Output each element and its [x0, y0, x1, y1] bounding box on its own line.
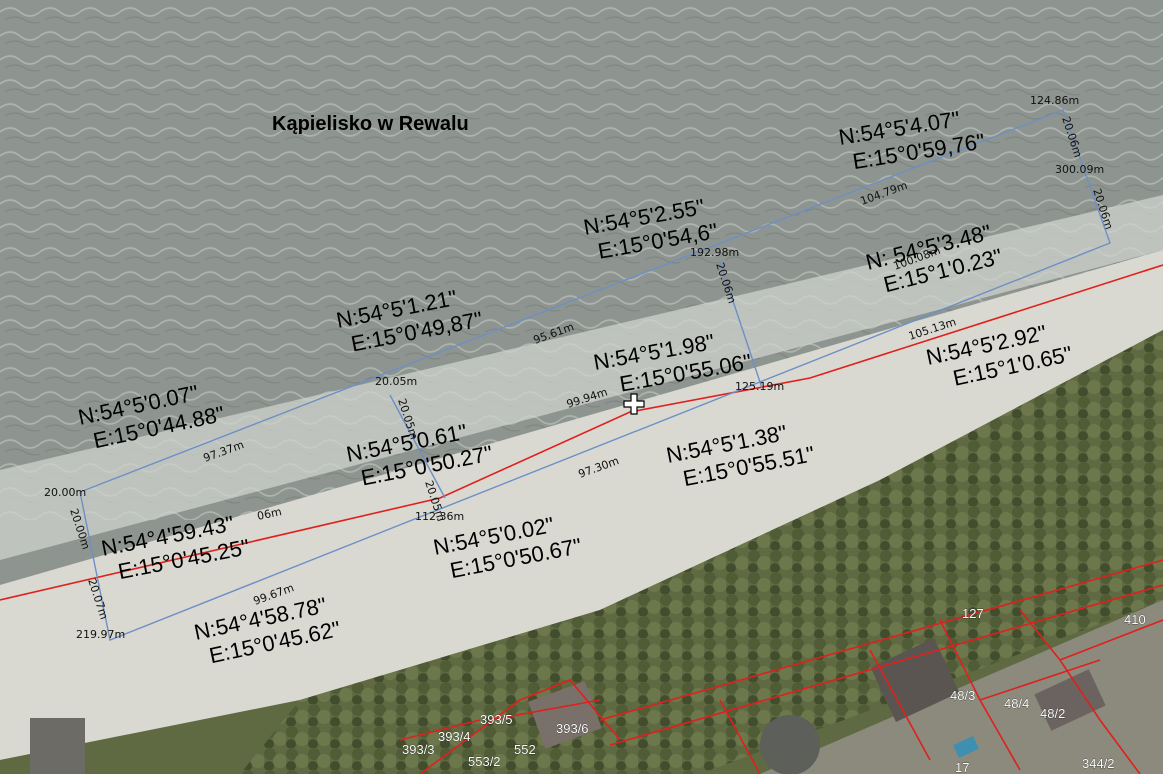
- building: [528, 681, 602, 749]
- measure-label: 20.05m: [375, 375, 417, 388]
- parcel-labels: 127 410 48/3 48/4 48/2 393/5 393/6 393/4…: [402, 606, 1146, 774]
- parcel-number: 553/2: [468, 754, 501, 769]
- built-up-area: [760, 600, 1163, 774]
- cadastral-boundaries: [0, 264, 1163, 774]
- water-tank: [760, 715, 820, 774]
- measure-label: 112.36m: [415, 510, 464, 523]
- parcel-number: 552: [514, 742, 536, 757]
- parcel-number: 393/5: [480, 712, 513, 727]
- parcel-number: 410: [1124, 612, 1146, 627]
- beach-area: [0, 250, 1163, 760]
- divider-2: [719, 261, 763, 389]
- outer-measure-rect: [79, 109, 1111, 641]
- building: [1034, 669, 1106, 731]
- pool: [953, 736, 979, 758]
- shoreline-boundary: [0, 264, 1163, 601]
- crosshair-plus-icon: [623, 393, 645, 415]
- parcel-number: 393/3: [402, 742, 435, 757]
- measure-label: 06m: [256, 505, 283, 523]
- parcel-number: 344/2: [1082, 756, 1115, 771]
- measure-label: 124.86m: [1030, 94, 1079, 107]
- measure-label: 125.19m: [735, 380, 784, 393]
- divider-1: [389, 394, 446, 499]
- measure-label: 192.98m: [690, 246, 739, 259]
- measure-label: 219.97m: [76, 628, 125, 641]
- road-boundary-north: [599, 559, 1163, 721]
- parcel-number: 393/6: [556, 721, 589, 736]
- measure-label: 20.00m: [44, 486, 86, 499]
- road-boundary-south: [609, 584, 1163, 746]
- parcel-number: 127: [962, 606, 984, 621]
- measure-label: 300.09m: [1055, 163, 1104, 176]
- parcel-number: 17: [955, 760, 969, 774]
- parcel-lines: [399, 609, 1163, 774]
- surf-zone: [0, 195, 1163, 560]
- map-title: Kąpielisko w Rewalu: [272, 113, 469, 135]
- parcel-number: 48/4: [1004, 696, 1029, 711]
- parcel-number: 48/2: [1040, 706, 1065, 721]
- building: [30, 718, 85, 774]
- building: [870, 638, 960, 722]
- parcel-number: 393/4: [438, 729, 471, 744]
- parcel-number: 48/3: [950, 688, 975, 703]
- measurement-outlines: [79, 109, 1111, 641]
